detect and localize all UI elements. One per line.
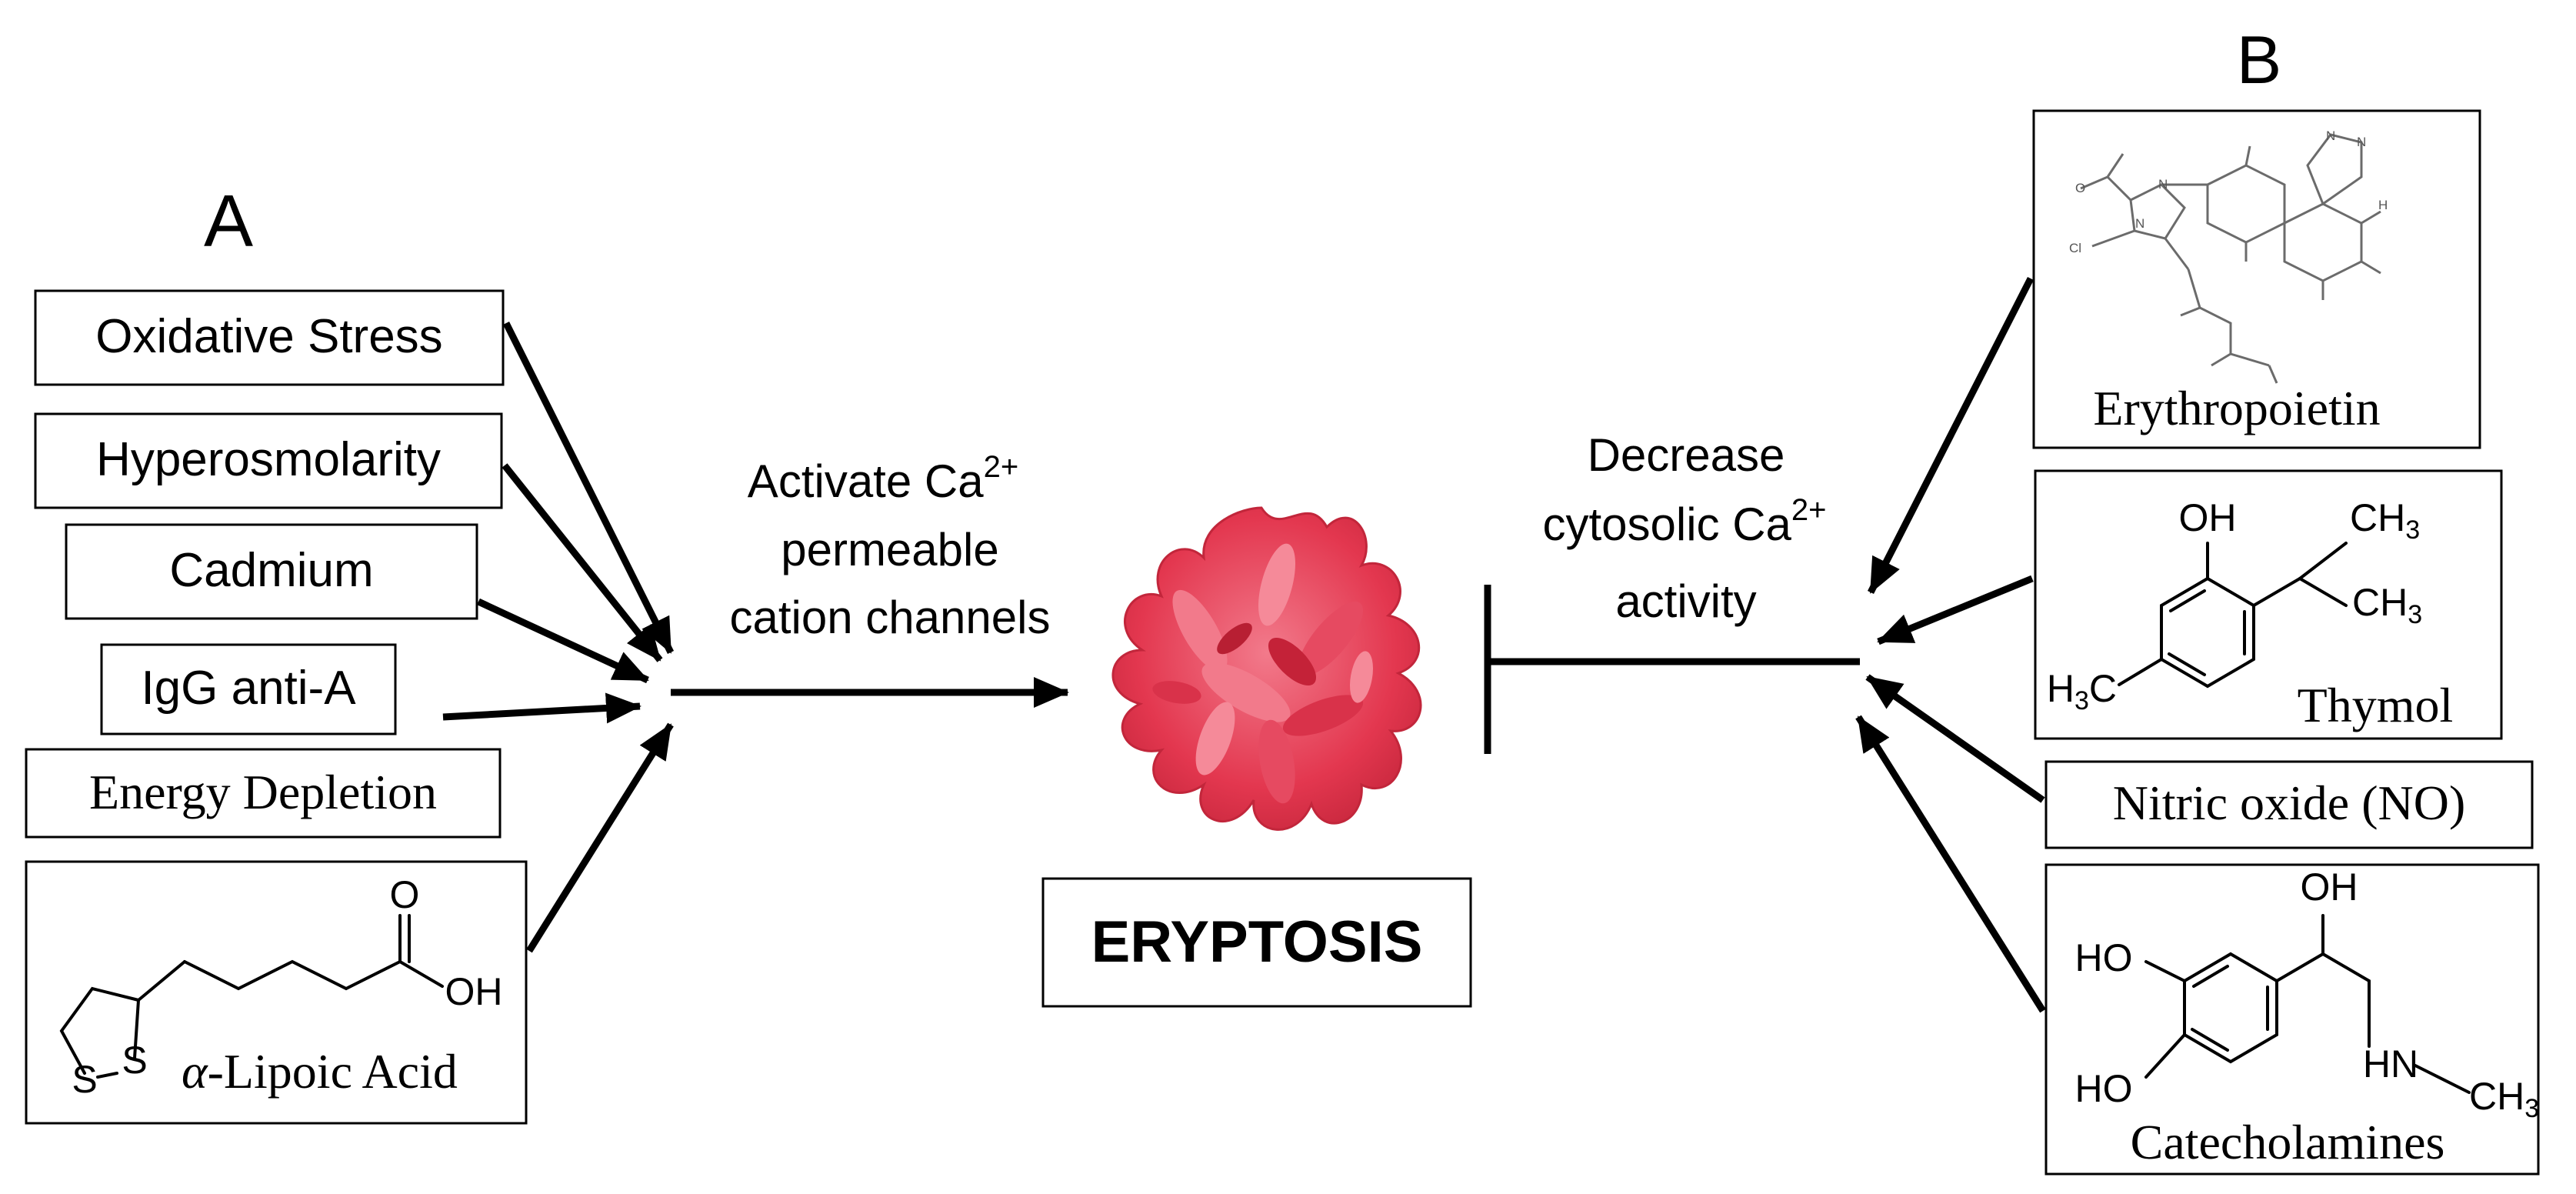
thymol-ch3-right-atom: CH3 (2352, 581, 2422, 629)
inhibitor-arrows (1855, 276, 2046, 1013)
catechol-oh-top-atom: OH (2301, 865, 2358, 909)
inducer-igg-anti-a: IgG anti-A (100, 643, 397, 735)
inducer-lipoic-acid-label: α-Lipoic Acid (182, 1044, 458, 1099)
arrow-nitric-oxide (1865, 674, 2045, 803)
epo-cl-atom: Cl (2069, 241, 2081, 255)
inducer-hyperosmolarity-label: Hyperosmolarity (96, 433, 441, 486)
thymol-oh-atom: OH (2179, 496, 2237, 539)
erythropoietin-structure: O Cl N N N N H (2069, 128, 2388, 384)
inducer-igg-anti-a-label: IgG anti-A (141, 662, 356, 715)
inducer-cadmium: Cadmium (65, 523, 478, 620)
eryptotic-cell (1111, 506, 1422, 831)
eryptosis-box: ERYPTOSIS (1041, 877, 1472, 1008)
catechol-ho-bottom-atom: HO (2075, 1067, 2133, 1110)
activate-line1: Activate Ca2+ (748, 450, 1018, 507)
inducer-arrows (442, 321, 1069, 953)
inhibitor-nitric-oxide: Nitric oxide (NO) (2044, 760, 2534, 849)
arrow-erythropoietin (1867, 276, 2034, 595)
eryptosis-title: ERYPTOSIS (1091, 909, 1423, 975)
arrow-catecholamines (1855, 715, 2046, 1013)
arrow-cadmium (477, 598, 649, 684)
catechol-hn-atom: HN (2363, 1042, 2418, 1086)
inhibitor-thymol: OH CH3 CH3 H3C Thymol (2034, 469, 2503, 740)
inhibitor-thymol-label: Thymol (2298, 678, 2454, 732)
lipoic-oh-atom: OH (445, 970, 503, 1013)
inhibitor-nitric-oxide-label: Nitric oxide (NO) (2113, 775, 2466, 830)
inducer-oxidative-stress-label: Oxidative Stress (95, 310, 442, 363)
thymol-structure: OH CH3 CH3 H3C (2047, 496, 2422, 715)
mechanism-decrease: Decrease cytosolic Ca2+ activity (1542, 429, 1826, 627)
lipoic-s1-atom: S (72, 1058, 97, 1101)
arrow-hyperosmolarity (502, 463, 663, 662)
inducer-energy-depletion: Energy Depletion (25, 748, 502, 839)
thymol-ch3-top-atom: CH3 (2350, 496, 2420, 545)
inhibitor-erythropoietin: O Cl N N N N H Erythropoietin (2032, 109, 2481, 449)
decrease-line3: activity (1615, 575, 1756, 627)
inducer-hyperosmolarity: Hyperosmolarity (34, 412, 503, 509)
inhibition-line (1484, 585, 1860, 754)
inducer-lipoic-acid: O OH S S α-Lipoic Acid (25, 860, 528, 1125)
decrease-line1: Decrease (1588, 429, 1785, 481)
epo-o-atom: O (2075, 181, 2085, 195)
arrow-lipoic (526, 722, 674, 953)
epo-h-atom: H (2378, 198, 2388, 212)
thymol-h3c-atom: H3C (2047, 667, 2117, 715)
mechanism-activate: Activate Ca2+ permeable cation channels (730, 450, 1051, 643)
lipoic-s2-atom: S (122, 1039, 147, 1082)
decrease-line2: cytosolic Ca2+ (1542, 493, 1826, 550)
epo-n1-atom: N (2135, 216, 2144, 231)
arrow-thymol (1877, 575, 2034, 645)
inhibitor-catecholamines-label: Catecholamines (2131, 1115, 2445, 1169)
catechol-ho-top-atom: HO (2075, 936, 2133, 979)
activate-line3: cation channels (730, 592, 1051, 643)
lipoic-o-atom: O (390, 873, 420, 916)
catecholamine-structure: OH HO HO HN CH3 (2075, 865, 2540, 1123)
epo-n4-atom: N (2357, 135, 2366, 149)
panel-b-label: B (2237, 22, 2282, 98)
epo-n2-atom: N (2158, 177, 2168, 192)
epo-n3-atom: N (2326, 128, 2335, 143)
arrow-oxidative (502, 321, 675, 655)
catechol-ch3-atom: CH3 (2469, 1075, 2539, 1123)
arrow-igg (442, 692, 642, 724)
inducer-energy-depletion-label: Energy Depletion (89, 765, 437, 819)
inhibitor-erythropoietin-label: Erythropoietin (2093, 381, 2380, 435)
panel-a-label: A (204, 180, 253, 262)
inducer-cadmium-label: Cadmium (169, 544, 373, 597)
inhibitor-catecholamines: OH HO HO HN CH3 Catecholamines (2044, 863, 2540, 1176)
lipoic-acid-structure: O OH S S (59, 873, 503, 1101)
inducer-oxidative-stress: Oxidative Stress (34, 289, 505, 386)
activate-line2: permeable (781, 524, 999, 575)
